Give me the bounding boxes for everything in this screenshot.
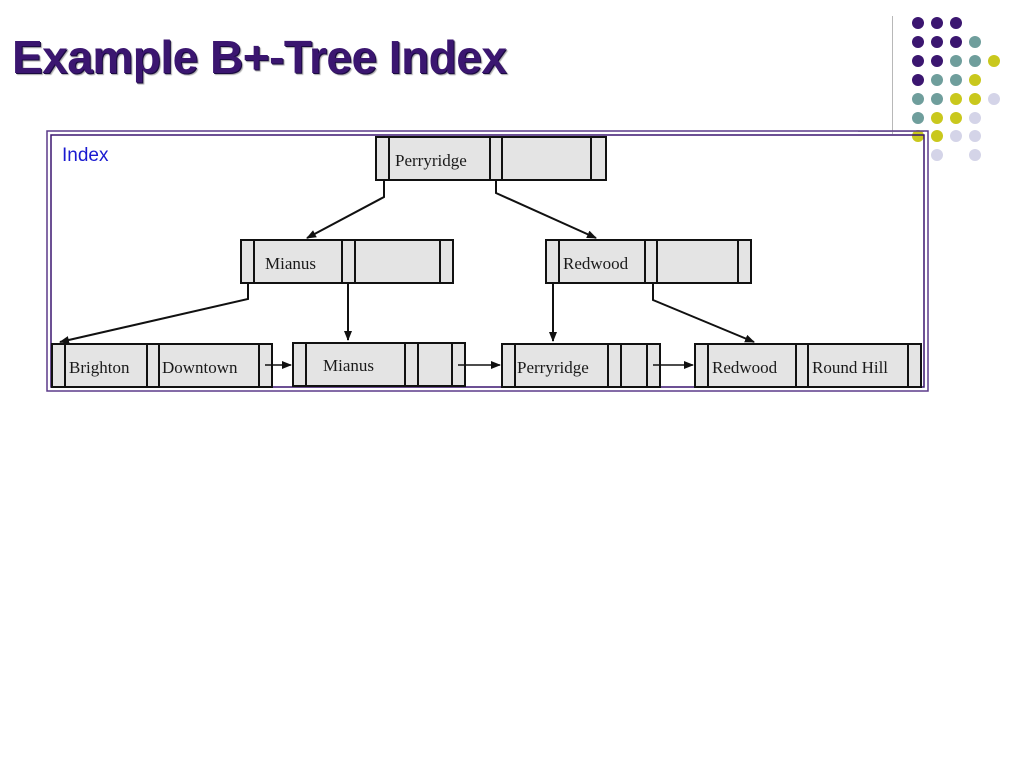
pointer-arrow <box>495 180 597 239</box>
decor-dot <box>969 130 981 142</box>
decor-dot <box>950 17 962 29</box>
decor-dot <box>931 36 943 48</box>
decor-dot <box>912 17 924 29</box>
decor-dot <box>950 112 962 124</box>
slide-title: Example B+-Tree Index <box>12 31 507 83</box>
node-box <box>240 239 454 284</box>
leaf-node-1: Brighton Downtown <box>51 343 273 388</box>
decor-dot <box>912 36 924 48</box>
decor-dot <box>969 112 981 124</box>
decor-dot <box>969 149 981 161</box>
node-key: Round Hill <box>812 358 888 377</box>
decor-dot <box>912 55 924 67</box>
leaf-node-3: Perryridge <box>501 343 661 388</box>
diagram-frame-inner <box>50 134 925 388</box>
node-box <box>545 239 752 284</box>
node-key: Perryridge <box>517 358 589 377</box>
decor-dot <box>931 93 943 105</box>
decor-dot <box>969 36 981 48</box>
decor-dot <box>912 112 924 124</box>
decor-dot <box>931 55 943 67</box>
decor-dot <box>931 130 943 142</box>
decor-dot <box>988 55 1000 67</box>
node-key: Downtown <box>162 358 238 377</box>
pointer-arrow <box>652 283 755 343</box>
node-box <box>501 343 661 388</box>
node-key: Mianus <box>265 254 316 273</box>
internal-node-left: Mianus <box>240 239 454 284</box>
leaf-node-2: Mianus <box>292 342 466 387</box>
diagram-frame-outer <box>46 130 929 392</box>
decor-dot <box>950 93 962 105</box>
node-key: Redwood <box>712 358 778 377</box>
decor-dot <box>931 74 943 86</box>
decor-dot <box>912 130 924 142</box>
pointer-arrow <box>59 283 249 344</box>
bplus-tree-diagram: Index Perryridge Mianus Redwood Brighton… <box>46 130 929 392</box>
decor-dot <box>931 17 943 29</box>
decor-dot <box>950 130 962 142</box>
decor-dot <box>931 149 943 161</box>
decor-dot <box>950 36 962 48</box>
decor-dot <box>950 55 962 67</box>
node-box <box>292 342 466 387</box>
decor-dot <box>969 93 981 105</box>
decorative-dot-grid <box>912 17 1000 161</box>
decor-dot <box>950 74 962 86</box>
root-node: Perryridge <box>375 136 607 181</box>
decorative-vertical-line <box>892 16 893 134</box>
decor-dot <box>912 93 924 105</box>
decor-dot <box>969 55 981 67</box>
node-key: Redwood <box>563 254 629 273</box>
node-key: Mianus <box>323 356 374 375</box>
decor-dot <box>931 112 943 124</box>
decor-dot <box>969 74 981 86</box>
node-box <box>51 343 273 388</box>
node-key: Perryridge <box>395 151 467 170</box>
pointer-arrow <box>306 180 385 239</box>
leaf-node-4: Redwood Round Hill <box>694 343 922 388</box>
node-key: Brighton <box>69 358 130 377</box>
decor-dot <box>912 74 924 86</box>
decor-dot <box>988 93 1000 105</box>
index-label: Index <box>62 145 109 166</box>
internal-node-right: Redwood <box>545 239 752 284</box>
